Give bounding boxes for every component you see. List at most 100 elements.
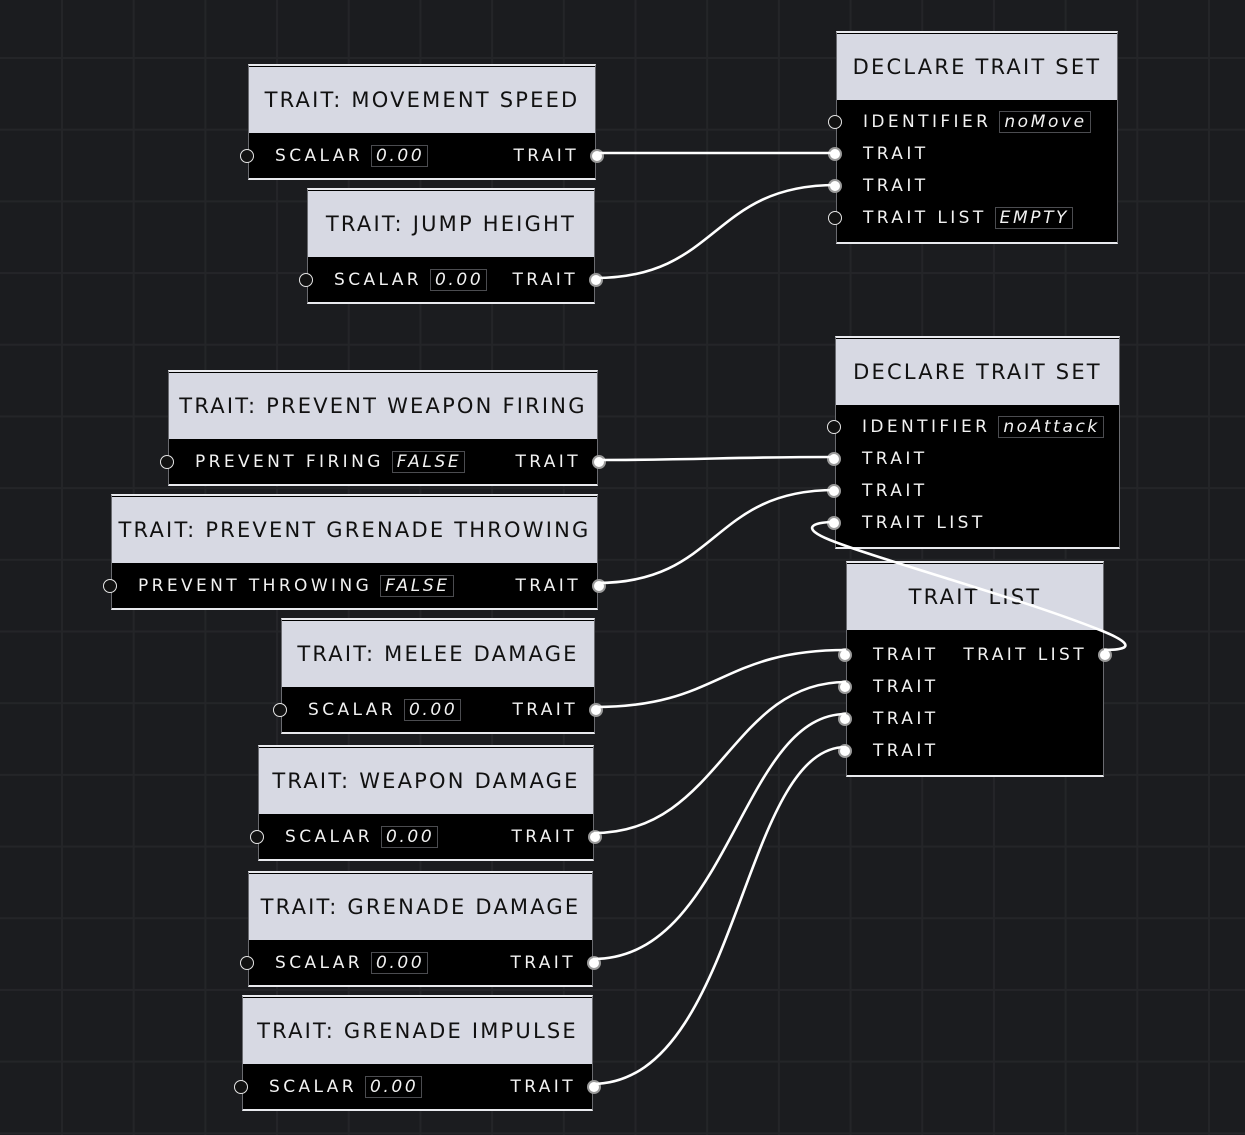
trait-input-socket-2[interactable]	[828, 179, 842, 193]
scalar-value-field[interactable]: 0.00	[404, 699, 462, 721]
wire-prevent-throwing-to-no-attack[interactable]	[596, 488, 836, 585]
trait-list-input-socket[interactable]	[828, 211, 842, 225]
trait-input-socket-4[interactable]	[838, 744, 852, 758]
trait-list-row: TRAIT LIST	[827, 507, 1119, 539]
scalar-label: SCALAR	[269, 1077, 357, 1097]
trait-output-socket[interactable]	[588, 830, 602, 844]
trait-label: TRAIT	[863, 144, 929, 164]
trait-label: TRAIT	[873, 645, 939, 665]
prevent-firing-label: PREVENT FIRING	[195, 452, 384, 472]
trait-output-label: TRAIT	[511, 827, 577, 847]
scalar-input-socket[interactable]	[240, 956, 254, 970]
prevent-throwing-input-socket[interactable]	[103, 579, 117, 593]
wire-jump-height-to-no-move[interactable]	[594, 183, 837, 280]
trait-label: TRAIT	[873, 677, 939, 697]
node-melee-damage[interactable]: TRAIT: MELEE DAMAGE SCALAR 0.00 TRAIT	[273, 618, 603, 734]
trait-list-output-socket[interactable]	[1098, 648, 1112, 662]
node-prevent-grenade-throwing[interactable]: TRAIT: PREVENT GRENADE THROWING PREVENT …	[103, 494, 606, 610]
identifier-input-socket[interactable]	[827, 420, 841, 434]
scalar-value-field[interactable]: 0.00	[381, 826, 439, 848]
trait-label: TRAIT	[862, 449, 928, 469]
node-title: TRAIT: MELEE DAMAGE	[282, 621, 594, 688]
scalar-label: SCALAR	[275, 146, 363, 166]
node-weapon-damage[interactable]: TRAIT: WEAPON DAMAGE SCALAR 0.00 TRAIT	[250, 745, 602, 861]
trait-label: TRAIT	[873, 709, 939, 729]
scalar-value-field[interactable]: 0.00	[430, 269, 488, 291]
node-title: DECLARE TRAIT SET	[837, 34, 1117, 101]
trait-label: TRAIT	[863, 176, 929, 196]
node-title: TRAIT: WEAPON DAMAGE	[259, 748, 593, 815]
trait-output-label: TRAIT	[512, 700, 578, 720]
wire-weapon-to-trait-list[interactable]	[593, 680, 847, 835]
scalar-label: SCALAR	[275, 953, 363, 973]
trait-output-socket[interactable]	[587, 1080, 601, 1094]
prevent-throwing-label: PREVENT THROWING	[138, 576, 373, 596]
prevent-firing-row: PREVENT FIRING FALSE TRAIT	[160, 440, 606, 484]
node-grenade-damage[interactable]: TRAIT: GRENADE DAMAGE SCALAR 0.00 TRAIT	[240, 871, 601, 987]
identifier-value-field[interactable]: noAttack	[998, 416, 1104, 438]
trait-input-socket-2[interactable]	[827, 484, 841, 498]
identifier-input-socket[interactable]	[828, 115, 842, 129]
trait-row-2: TRAIT	[828, 170, 1117, 202]
trait-list-label: TRAIT LIST	[862, 513, 986, 533]
trait-row-1: TRAIT TRAIT LIST	[838, 639, 1112, 671]
node-declare-trait-set-no-attack[interactable]: DECLARE TRAIT SET IDENTIFIER noAttack TR…	[827, 336, 1120, 549]
scalar-input-socket[interactable]	[299, 273, 313, 287]
trait-row-1: TRAIT	[827, 443, 1119, 475]
trait-input-socket-1[interactable]	[838, 648, 852, 662]
trait-list-input-socket[interactable]	[827, 516, 841, 530]
trait-row-2: TRAIT	[838, 671, 1103, 703]
scalar-input-socket[interactable]	[240, 149, 254, 163]
trait-output-socket[interactable]	[592, 579, 606, 593]
trait-output-socket[interactable]	[589, 273, 603, 287]
prevent-throwing-value-field[interactable]: FALSE	[380, 575, 454, 597]
node-jump-height[interactable]: TRAIT: JUMP HEIGHT SCALAR 0.00 TRAIT	[299, 188, 603, 304]
scalar-row: SCALAR 0.00 TRAIT	[240, 941, 601, 985]
trait-input-socket-2[interactable]	[838, 680, 852, 694]
trait-output-socket[interactable]	[587, 956, 601, 970]
identifier-row: IDENTIFIER noMove	[828, 106, 1117, 138]
wire-grenade-impulse-to-trait-list[interactable]	[591, 745, 847, 1086]
trait-output-socket[interactable]	[592, 455, 606, 469]
scalar-input-socket[interactable]	[250, 830, 264, 844]
node-movement-speed[interactable]: TRAIT: MOVEMENT SPEED SCALAR 0.00 TRAIT	[240, 64, 604, 180]
trait-output-label: TRAIT	[510, 953, 576, 973]
wire-grenade-damage-to-trait-list[interactable]	[592, 712, 847, 961]
scalar-value-field[interactable]: 0.00	[371, 145, 429, 167]
wire-melee-to-trait-list[interactable]	[594, 648, 847, 709]
trait-input-socket-3[interactable]	[838, 712, 852, 726]
trait-label: TRAIT	[862, 481, 928, 501]
node-title: TRAIT: JUMP HEIGHT	[308, 191, 594, 258]
scalar-row: SCALAR 0.00 TRAIT	[240, 134, 604, 178]
identifier-label: IDENTIFIER	[862, 417, 991, 437]
scalar-value-field[interactable]: 0.00	[371, 952, 429, 974]
trait-input-socket-1[interactable]	[827, 452, 841, 466]
node-trait-list[interactable]: TRAIT LIST TRAIT TRAIT LIST TRAIT TRAIT …	[838, 561, 1112, 777]
trait-output-label: TRAIT	[515, 452, 581, 472]
trait-list-value-field[interactable]: EMPTY	[994, 207, 1074, 229]
trait-output-label: TRAIT	[512, 270, 578, 290]
identifier-value-field[interactable]: noMove	[999, 111, 1091, 133]
trait-output-socket[interactable]	[589, 703, 603, 717]
node-grenade-impulse[interactable]: TRAIT: GRENADE IMPULSE SCALAR 0.00 TRAIT	[234, 995, 601, 1111]
prevent-firing-input-socket[interactable]	[160, 455, 174, 469]
scalar-input-socket[interactable]	[273, 703, 287, 717]
trait-list-output-label: TRAIT LIST	[963, 645, 1087, 665]
trait-input-socket-1[interactable]	[828, 147, 842, 161]
trait-list-label: TRAIT LIST	[863, 208, 987, 228]
scalar-row: SCALAR 0.00 TRAIT	[299, 258, 603, 302]
prevent-throwing-row: PREVENT THROWING FALSE TRAIT	[103, 564, 606, 608]
scalar-value-field[interactable]: 0.00	[365, 1076, 423, 1098]
node-title: TRAIT: GRENADE IMPULSE	[243, 998, 592, 1065]
prevent-firing-value-field[interactable]: FALSE	[391, 451, 466, 473]
node-declare-trait-set-no-move[interactable]: DECLARE TRAIT SET IDENTIFIER noMove TRAI…	[828, 31, 1118, 244]
identifier-label: IDENTIFIER	[863, 112, 992, 132]
scalar-input-socket[interactable]	[234, 1080, 248, 1094]
node-prevent-weapon-firing[interactable]: TRAIT: PREVENT WEAPON FIRING PREVENT FIR…	[160, 370, 606, 486]
scalar-row: SCALAR 0.00 TRAIT	[234, 1065, 601, 1109]
trait-list-row: TRAIT LIST EMPTY	[828, 202, 1117, 234]
node-title: TRAIT LIST	[847, 564, 1103, 631]
wire-prevent-firing-to-no-attack[interactable]	[596, 455, 836, 462]
trait-output-socket[interactable]	[590, 149, 604, 163]
